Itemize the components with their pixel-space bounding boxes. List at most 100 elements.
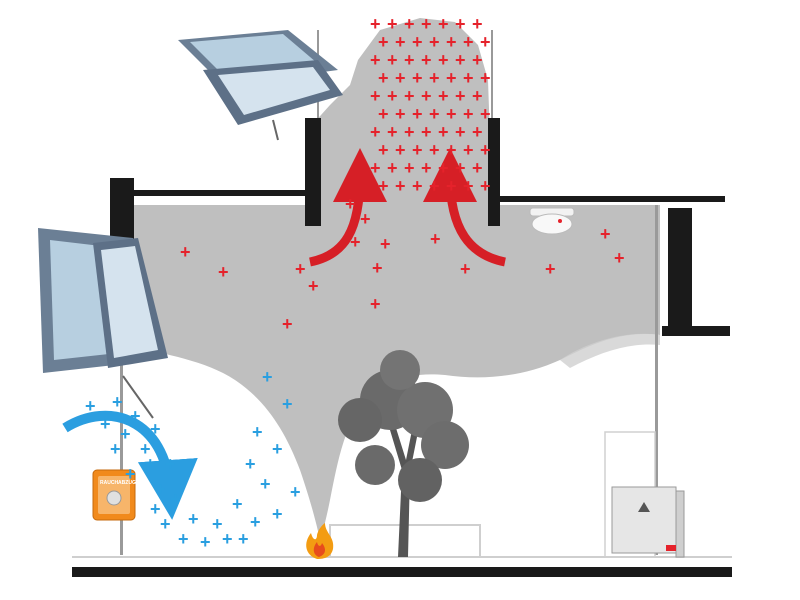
hot-air-plus: + (412, 176, 423, 196)
hot-air-plus: + (614, 248, 625, 268)
hot-air-plus: + (308, 276, 319, 296)
call-point-label: RAUCHABZUG (100, 480, 136, 486)
cold-air-plus: + (100, 414, 111, 434)
smoke-detector-icon (529, 207, 575, 235)
cold-air-plus: + (155, 479, 166, 499)
cold-air-plus: + (85, 396, 96, 416)
panel-body (611, 486, 677, 554)
hot-air-plus: + (455, 50, 466, 70)
hot-air-plus: + (446, 32, 457, 52)
hot-air-plus: + (545, 259, 556, 279)
cold-air-plus: + (290, 482, 301, 502)
right-beam-foot (662, 326, 730, 336)
cold-air-plus: + (160, 514, 171, 534)
cold-air-plus: + (125, 464, 136, 484)
hot-air-arrows (308, 148, 507, 267)
hot-air-plus: + (387, 50, 398, 70)
cold-air-arrow-icon (62, 410, 198, 520)
hot-air-plus: + (472, 14, 483, 34)
hot-air-plus: + (429, 140, 440, 160)
hot-air-plus: + (380, 234, 391, 254)
hot-air-plus: + (360, 209, 371, 229)
hot-air-plus: + (404, 86, 415, 106)
hot-air-plus: + (378, 32, 389, 52)
hot-air-plus: + (480, 68, 491, 88)
cold-air-plus: + (120, 424, 131, 444)
hot-air-plus: + (218, 262, 229, 282)
tree-foliage-6 (398, 458, 442, 502)
cold-air-plus: + (140, 439, 151, 459)
hot-air-plus: + (350, 232, 361, 252)
cold-air-plus: + (282, 394, 293, 414)
hot-air-plus: + (429, 68, 440, 88)
hot-air-plus: + (387, 86, 398, 106)
cold-air-plus: + (110, 439, 121, 459)
hot-air-plus: + (412, 140, 423, 160)
hot-air-plus: + (446, 140, 457, 160)
ceiling-left (110, 190, 310, 196)
hot-air-plus: + (455, 86, 466, 106)
hot-air-plus: + (455, 158, 466, 178)
roof-window-arm (272, 119, 279, 141)
panel-stripe (666, 545, 676, 551)
hot-air-plus: + (378, 104, 389, 124)
cold-air-plus: + (145, 454, 156, 474)
hot-air-plus: + (412, 104, 423, 124)
cold-air-plus: + (112, 392, 123, 412)
tree-foliage-7 (380, 350, 420, 390)
hot-air-plus: + (463, 32, 474, 52)
right-beam (668, 208, 692, 328)
hot-air-plus: + (480, 32, 491, 52)
call-point-button (106, 490, 122, 506)
hot-air-plus: + (455, 122, 466, 142)
cold-air-plus: + (200, 532, 211, 552)
hot-air-plus: + (421, 50, 432, 70)
detector-body (531, 213, 573, 235)
smoke-cloud (130, 18, 660, 540)
cold-air-plus: + (245, 454, 256, 474)
hot-air-plus: + (370, 158, 381, 178)
tree-foliage-3 (338, 398, 382, 442)
cold-air-plus: + (170, 489, 181, 509)
hot-air-plus: + (472, 122, 483, 142)
hot-air-plus: + (455, 14, 466, 34)
hot-air-arrow-icon (423, 148, 507, 267)
cold-air-plus: + (272, 439, 283, 459)
hot-air-plus: + (412, 68, 423, 88)
hot-air-plus: + (387, 158, 398, 178)
hot-air-plus: + (395, 176, 406, 196)
hot-air-plus: + (463, 68, 474, 88)
cold-air-particles: +++++++++++++++++++++++++++++++ (85, 367, 301, 552)
hot-air-plus: + (370, 50, 381, 70)
hot-air-plus: + (480, 140, 491, 160)
cold-air-plus: + (222, 529, 233, 549)
hot-air-plus: + (395, 140, 406, 160)
hot-air-plus: + (438, 14, 449, 34)
hot-air-plus: + (460, 259, 471, 279)
fire-icon (306, 523, 334, 559)
hot-air-plus: + (180, 242, 191, 262)
cold-air-plus: + (165, 454, 176, 474)
hot-air-plus: + (370, 14, 381, 34)
hot-air-plus: + (378, 140, 389, 160)
cold-air-plus: + (252, 422, 263, 442)
shaft-right-wall (488, 118, 500, 226)
hot-air-plus: + (446, 104, 457, 124)
wall-window-sash-glass (101, 246, 158, 358)
hot-air-plus: + (472, 86, 483, 106)
hot-air-plus: + (463, 104, 474, 124)
manual-call-point-icon: RAUCHABZUG (92, 469, 136, 521)
hot-air-plus: + (600, 224, 611, 244)
wall-window-icon (38, 228, 168, 419)
hot-air-plus: + (429, 104, 440, 124)
hot-air-plus: + (395, 68, 406, 88)
cold-air-arrows (62, 410, 198, 520)
hot-air-plus: + (472, 50, 483, 70)
cold-air-plus: + (150, 499, 161, 519)
right-wall-line (655, 205, 658, 555)
hot-air-arrow-icon (308, 148, 387, 267)
cold-air-plus: + (212, 514, 223, 534)
hot-air-plus: + (345, 194, 356, 214)
hot-air-plus: + (421, 14, 432, 34)
smoke-layer (130, 18, 660, 540)
